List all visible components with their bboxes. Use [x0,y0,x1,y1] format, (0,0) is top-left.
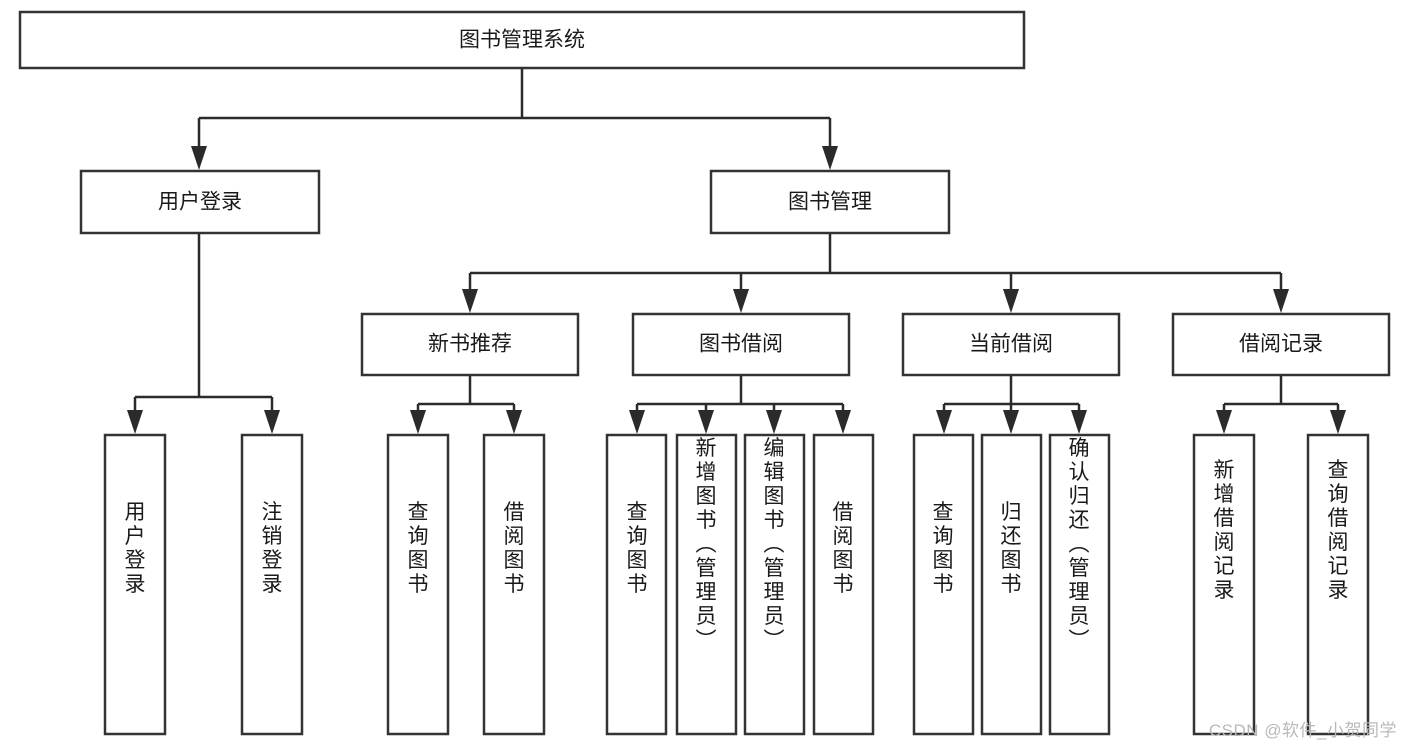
node-leaf-query-book-1[interactable]: 查询图书 [386,433,450,736]
node-leaf-confirm-return[interactable]: 确认归还︵管理员︶ [1048,433,1111,736]
node-leaf-query-book-3[interactable]: 查询图书 [912,433,975,736]
node-leaf-query-book-3-box[interactable] [912,433,975,736]
node-leaf-edit-book[interactable]: 编辑图书︵管理员︶ [743,433,806,736]
arrowhead-leaf-query-book-3 [936,410,952,434]
arrowhead-user-login [191,146,207,170]
node-leaf-logout-label: 注销登录 [262,501,283,596]
node-current-borrow-box[interactable] [901,312,1121,377]
arrowhead-leaf-query-book-2 [629,410,645,434]
arrowhead-leaf-return-book [1003,410,1019,434]
node-book-borrow-box[interactable] [631,312,851,377]
node-leaf-add-record-label: 新增借阅记录 [1214,459,1235,602]
node-leaf-add-record[interactable]: 新增借阅记录 [1192,433,1256,736]
node-root[interactable]: 图书管理系统 [18,10,1026,70]
arrowhead-leaf-add-record [1216,410,1232,434]
node-leaf-query-book-2-label: 查询图书 [627,501,648,596]
node-leaf-query-record-box[interactable] [1306,433,1370,736]
node-leaf-user-login-box[interactable] [103,433,167,736]
arrowhead-new-book-rec [462,289,478,313]
node-root-box[interactable] [18,10,1026,70]
node-new-book-rec-label: 新书推荐 [428,333,512,356]
arrowhead-book-borrow [733,289,749,313]
node-leaf-borrow-book-1-box[interactable] [482,433,546,736]
node-leaf-query-book-2[interactable]: 查询图书 [605,433,668,736]
node-book-manage-label: 图书管理 [788,191,872,214]
node-book-borrow[interactable]: 图书借阅 [631,312,851,377]
node-leaf-borrow-book-1[interactable]: 借阅图书 [482,433,546,736]
node-leaf-user-login[interactable]: 用户登录 [103,433,167,736]
node-leaf-query-record-label: 查询借阅记录 [1328,459,1349,602]
node-leaf-user-login-label: 用户登录 [125,501,146,596]
node-new-book-rec[interactable]: 新书推荐 [360,312,580,377]
node-leaf-return-book-box[interactable] [980,433,1043,736]
node-leaf-edit-book-box[interactable] [743,433,806,736]
node-leaf-query-book-1-box[interactable] [386,433,450,736]
node-borrow-record-box[interactable] [1171,312,1391,377]
arrowhead-leaf-borrow-book-2 [835,410,851,434]
node-book-manage-box[interactable] [709,169,951,235]
arrowhead-current-borrow [1003,289,1019,313]
node-user-login-label: 用户登录 [158,191,242,214]
node-leaf-edit-book-label: 编辑图书︵管理员︶ [764,437,785,652]
node-leaf-add-book[interactable]: 新增图书︵管理员︶ [675,433,738,736]
node-leaf-logout[interactable]: 注销登录 [240,433,304,736]
node-leaf-return-book[interactable]: 归还图书 [980,433,1043,736]
node-book-borrow-label: 图书借阅 [699,333,783,356]
csdn-watermark: CSDN @软件_小贺同学 [1208,721,1397,740]
node-current-borrow-label: 当前借阅 [969,333,1053,356]
node-leaf-query-record[interactable]: 查询借阅记录 [1306,433,1370,736]
node-leaf-logout-box[interactable] [240,433,304,736]
node-root-label: 图书管理系统 [459,29,585,52]
arrowhead-leaf-confirm-return [1071,410,1087,434]
arrowhead-leaf-borrow-book-1 [506,410,522,434]
node-leaf-add-book-box[interactable] [675,433,738,736]
node-leaf-return-book-label: 归还图书 [1001,501,1022,596]
arrowhead-leaf-user-login [127,410,143,434]
node-leaf-confirm-return-label: 确认归还︵管理员︶ [1069,437,1090,652]
node-borrow-record[interactable]: 借阅记录 [1171,312,1391,377]
node-new-book-rec-box[interactable] [360,312,580,377]
arrowhead-leaf-logout [264,410,280,434]
node-user-login-box[interactable] [79,169,321,235]
arrowhead-leaf-edit-book [766,410,782,434]
node-leaf-borrow-book-2[interactable]: 借阅图书 [812,433,875,736]
arrowhead-borrow-record [1273,289,1289,313]
connector-group [127,68,1346,434]
node-user-login[interactable]: 用户登录 [79,169,321,235]
node-leaf-query-book-2-box[interactable] [605,433,668,736]
arrowhead-book-manage [822,146,838,170]
node-leaf-query-book-3-label: 查询图书 [933,501,954,596]
node-leaf-add-record-box[interactable] [1192,433,1256,736]
arrowhead-leaf-add-book [698,410,714,434]
node-book-manage[interactable]: 图书管理 [709,169,951,235]
node-borrow-record-label: 借阅记录 [1239,333,1323,356]
node-leaf-borrow-book-2-label: 借阅图书 [833,501,854,596]
node-current-borrow[interactable]: 当前借阅 [901,312,1121,377]
node-leaf-borrow-book-2-box[interactable] [812,433,875,736]
node-leaf-confirm-return-box[interactable] [1048,433,1111,736]
node-leaf-query-book-1-label: 查询图书 [408,501,429,596]
arrowhead-leaf-query-book-1 [410,410,426,434]
arrowhead-leaf-query-record [1330,410,1346,434]
node-leaf-add-book-label: 新增图书︵管理员︶ [696,437,717,652]
node-leaf-borrow-book-1-label: 借阅图书 [504,501,525,596]
